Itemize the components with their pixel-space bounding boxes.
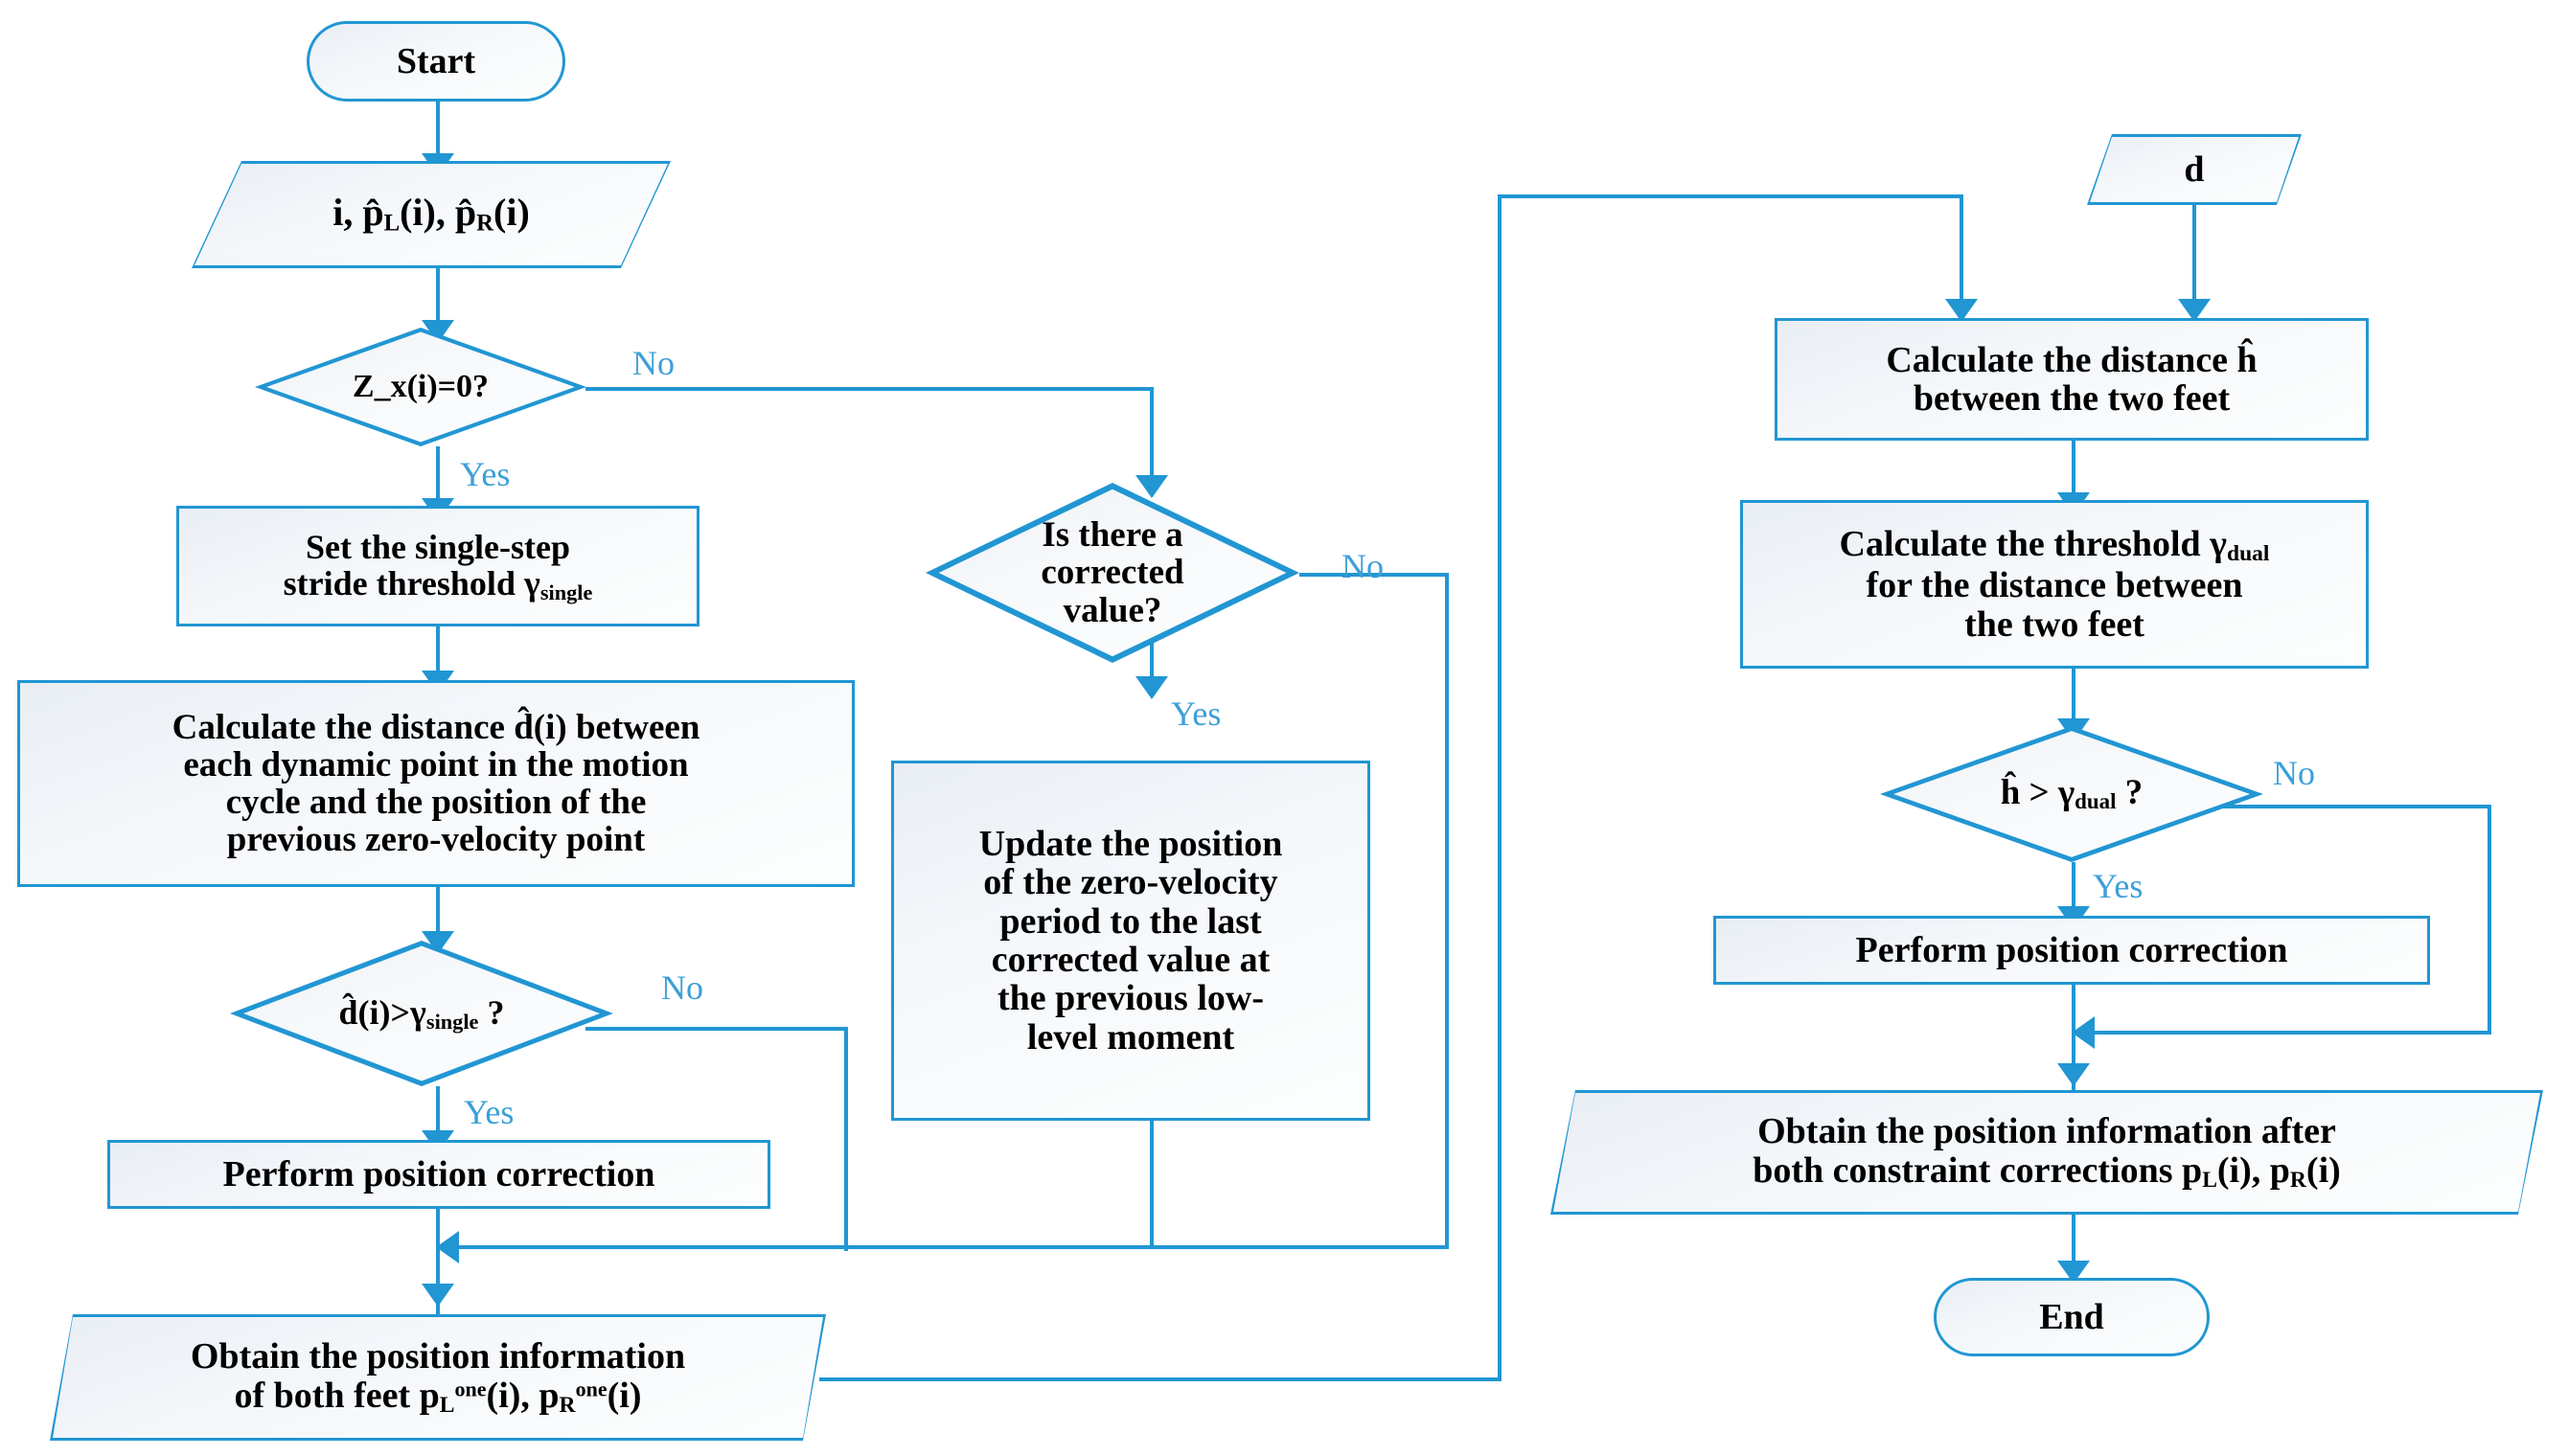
node-perform-correction-right-label: Perform position correction	[1855, 929, 2288, 970]
edge-calc-to-decision-d	[436, 887, 440, 941]
edge-label-d-yes: Yes	[464, 1093, 515, 1131]
edge-zx-no-vertical	[1150, 387, 1154, 483]
node-end-label: End	[2039, 1296, 2104, 1337]
edge-h-no-horizontal-bottom	[2087, 1031, 2491, 1035]
parallelogram-fill	[53, 1317, 823, 1438]
node-decision-zx-label: Z_x(i)=0?	[352, 368, 490, 404]
node-end[interactable]: End	[1934, 1278, 2210, 1356]
edge-merge-bus-left	[450, 1245, 1447, 1249]
edge-label-corrected-no: No	[1341, 547, 1384, 585]
edge-correction-right-to-output	[2072, 985, 2075, 1090]
arrowhead-h-no-merge	[2072, 1016, 2095, 1049]
node-start-label: Start	[396, 40, 476, 81]
node-update-position-label: Update the position of the zero-velocity…	[978, 824, 1283, 1058]
node-decision-d-gamma[interactable]: d̂(i)>γsingle ?	[230, 941, 613, 1086]
node-output-one[interactable]: Obtain the position information of both …	[50, 1314, 826, 1441]
node-input-d[interactable]: d	[2087, 134, 2302, 205]
edge-start-to-input	[436, 102, 440, 161]
edge-h-yes	[2072, 862, 2075, 916]
edge-label-h-yes: Yes	[2093, 867, 2144, 905]
node-output-final-label: Obtain the position information after bo…	[1753, 1111, 2341, 1193]
edge-threshold-to-calc	[436, 626, 440, 680]
edge-h-no-horizontal-top	[2213, 805, 2491, 808]
edge-h-no-vertical	[2488, 805, 2491, 1033]
node-perform-correction-left[interactable]: Perform position correction	[107, 1140, 770, 1209]
edge-corrected-no-vertical	[1445, 573, 1449, 1249]
parallelogram-fill	[2090, 137, 2299, 202]
edge-output-to-end	[2072, 1215, 2075, 1278]
edge-label-corrected-yes: Yes	[1171, 694, 1222, 733]
edge-label-h-no: No	[2273, 754, 2315, 792]
node-input-positions[interactable]: i, p̂L(i), p̂R(i)	[192, 161, 671, 268]
node-update-position[interactable]: Update the position of the zero-velocity…	[891, 761, 1370, 1121]
arrowhead-corrected-yes	[1135, 676, 1168, 699]
edge-input-to-zx	[436, 268, 440, 328]
edge-label-zx-yes: Yes	[460, 455, 511, 493]
edge-calc-h-to-threshold	[2072, 441, 2075, 500]
edge-feedback-horizontal-bottom	[819, 1377, 1502, 1381]
node-input-positions-label: i, p̂L(i), p̂R(i)	[332, 191, 530, 237]
edge-zx-no-horizontal	[585, 387, 1154, 391]
node-calc-distance-d-label: Calculate the distance d̂(i) between eac…	[172, 707, 700, 860]
node-decision-d-gamma-label: d̂(i)>γsingle ?	[338, 992, 505, 1034]
node-input-d-label: d	[2184, 148, 2205, 190]
edge-feedback-horizontal-top	[1498, 194, 1963, 198]
node-calc-distance-d[interactable]: Calculate the distance d̂(i) between eac…	[17, 680, 855, 887]
node-calc-threshold-dual-label: Calculate the threshold γdual for the di…	[1839, 524, 2270, 645]
edge-d-no-vertical	[844, 1027, 848, 1251]
node-output-final[interactable]: Obtain the position information after bo…	[1550, 1090, 2543, 1215]
parallelogram-fill	[195, 164, 668, 265]
node-perform-correction-left-label: Perform position correction	[222, 1153, 655, 1194]
node-decision-h-gamma[interactable]: ĥ > γdual ?	[1880, 726, 2263, 862]
edge-corrected-no-horizontal	[1299, 573, 1449, 577]
node-decision-zx[interactable]: Z_x(i)=0?	[255, 328, 586, 446]
arrowhead-merge-bus-left	[436, 1231, 459, 1263]
node-decision-h-gamma-label: ĥ > γdual ?	[2000, 773, 2144, 814]
node-output-one-label: Obtain the position information of both …	[190, 1336, 686, 1418]
node-perform-correction-right[interactable]: Perform position correction	[1713, 916, 2430, 985]
node-start[interactable]: Start	[307, 21, 565, 102]
edge-update-to-bus	[1150, 1121, 1154, 1249]
edge-feedback-down-to-calc-h	[1960, 194, 1963, 307]
edge-d-no-horizontal	[585, 1027, 848, 1031]
arrowhead-correction-to-output	[422, 1284, 454, 1307]
parallelogram-fill	[1553, 1093, 2540, 1212]
edge-corrected-yes	[1150, 632, 1154, 686]
arrowhead-correction-right-to-output	[2057, 1063, 2090, 1086]
arrowhead-zx-no	[1135, 475, 1168, 498]
edge-d-yes	[436, 1086, 440, 1140]
node-calc-threshold-dual[interactable]: Calculate the threshold γdual for the di…	[1740, 500, 2369, 669]
edge-zx-yes	[436, 446, 440, 506]
edge-threshold-to-decision-h	[2072, 669, 2075, 726]
edge-feedback-vertical	[1498, 196, 1502, 1380]
edge-label-d-no: No	[661, 968, 703, 1007]
edge-d-to-calc-h	[2192, 204, 2196, 309]
edge-label-zx-no: No	[632, 344, 675, 382]
